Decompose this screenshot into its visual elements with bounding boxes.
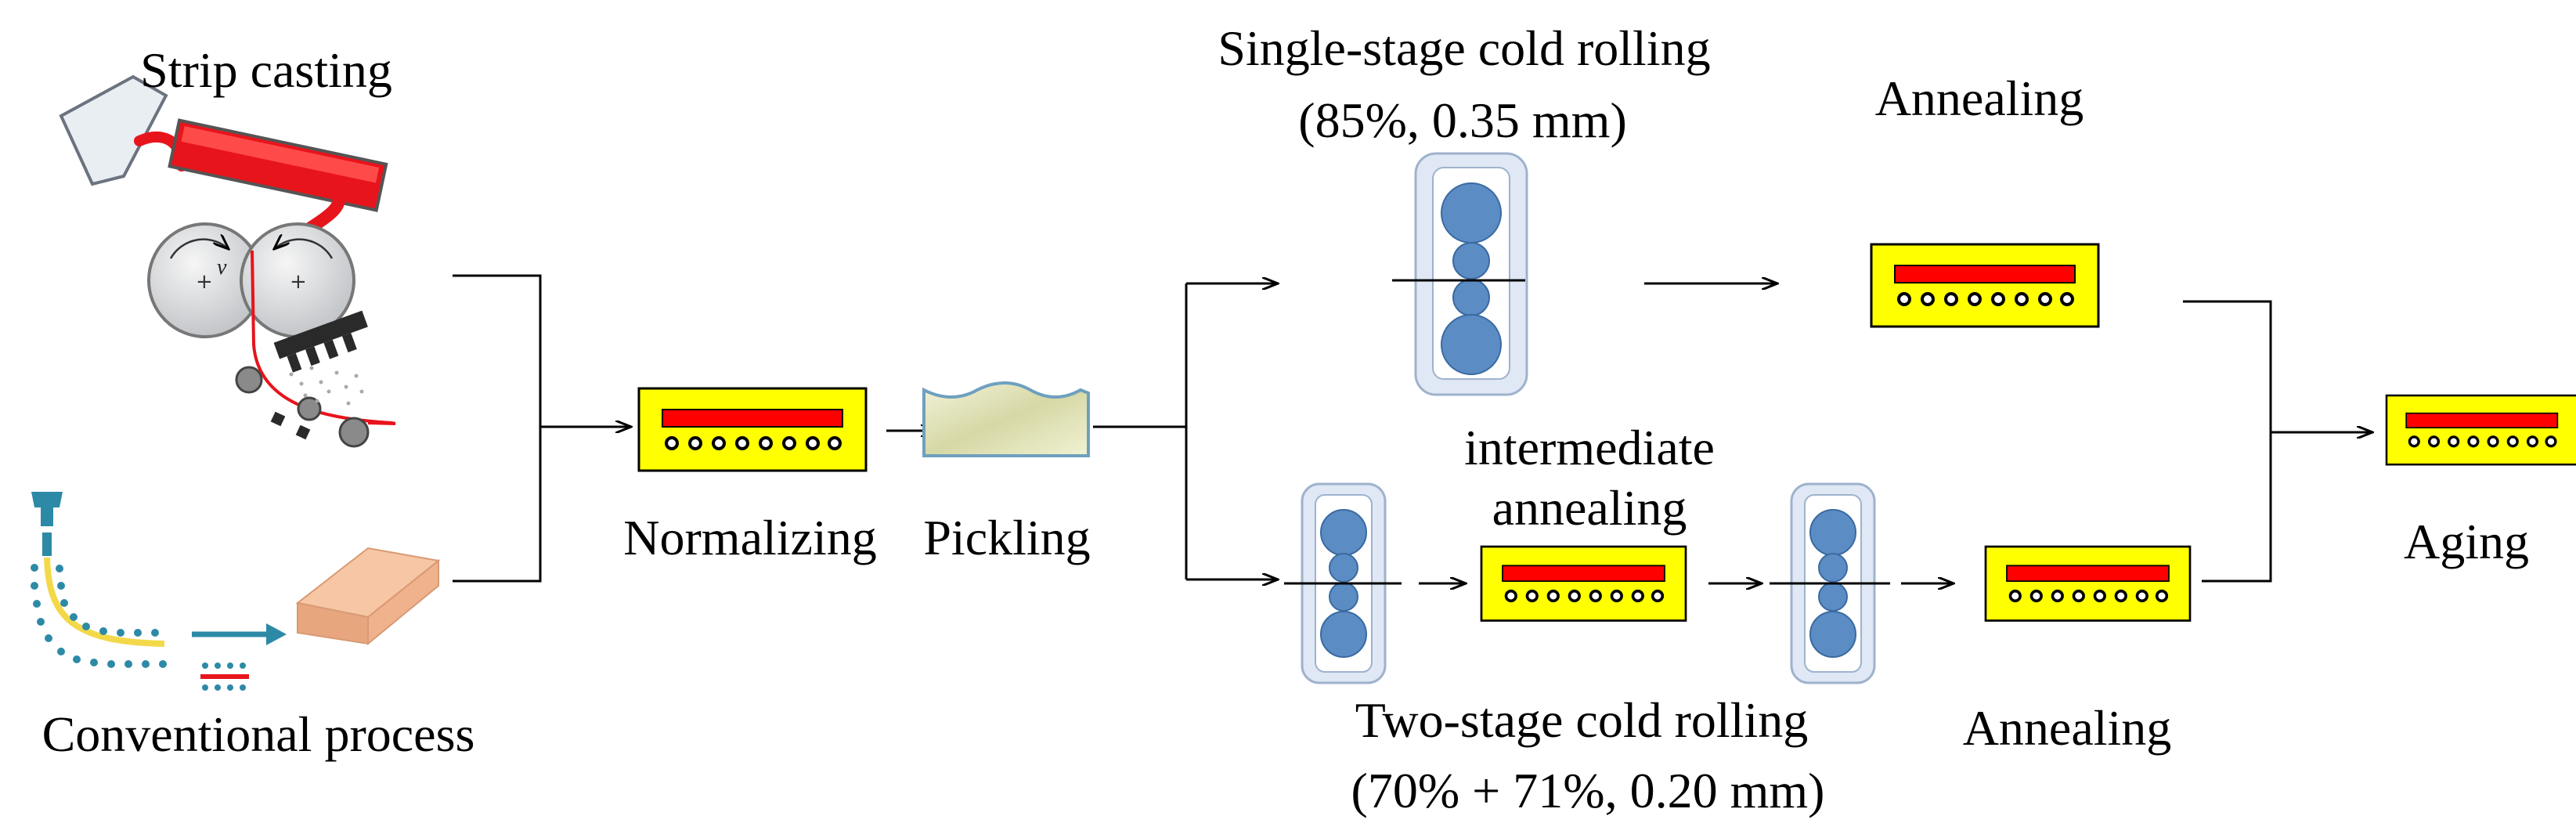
pinch-roll-2	[297, 396, 322, 421]
two-stage-annealing-furnace	[1984, 545, 2192, 623]
tundish	[168, 118, 388, 212]
svg-text:+: +	[196, 270, 213, 294]
pinch-roll-1	[235, 366, 263, 394]
process-arrow-head	[266, 623, 287, 645]
strip-casting-illustration: + + v	[59, 74, 396, 448]
spray-droplets	[289, 366, 364, 406]
final-merge-connector	[2183, 300, 2372, 583]
two-stage-rolling-mill-2	[1770, 482, 1890, 684]
pickling-label: Pickling	[923, 510, 1091, 565]
single-stage-params: (85%, 0.35 mm)	[1298, 92, 1627, 148]
aging-furnace	[2385, 394, 2576, 466]
intermediate-annealing-furnace	[1480, 545, 1687, 623]
split-connector	[1093, 283, 1278, 579]
two-stage-title: Two-stage cold rolling	[1355, 692, 1809, 748]
intermediate-annealing-line1: intermediate	[1464, 420, 1715, 475]
single-stage-annealing-label: Annealing	[1874, 70, 2084, 126]
velocity-symbol: v	[217, 255, 227, 280]
two-stage-annealing-label: Annealing	[1962, 700, 2172, 756]
svg-text:+: +	[290, 270, 307, 294]
single-stage-annealing-furnace	[1870, 243, 2100, 328]
strip-casting-label: Strip casting	[140, 42, 392, 98]
spray-nozzles	[270, 310, 368, 440]
caster-roll-dots	[31, 564, 167, 668]
single-stage-title: Single-stage cold rolling	[1218, 20, 1711, 76]
conventional-process-label: Conventional process	[41, 706, 475, 762]
aging-label: Aging	[2404, 514, 2529, 569]
pinch-roll-3	[338, 417, 370, 448]
normalizing-label: Normalizing	[623, 510, 877, 565]
slab-block	[295, 547, 441, 646]
two-stage-rolling-mill-1	[1284, 482, 1402, 684]
normalizing-furnace	[637, 387, 868, 472]
pickling-bath	[922, 381, 1090, 457]
single-stage-rolling-mill	[1392, 152, 1528, 396]
hot-rolled-strip-icon	[200, 663, 249, 691]
merge-connector	[453, 274, 631, 583]
conventional-process-illustration	[31, 492, 441, 691]
intermediate-annealing-line2: annealing	[1492, 480, 1687, 536]
two-stage-params: (70% + 71%, 0.20 mm)	[1351, 763, 1825, 818]
solidifying-strand	[44, 557, 165, 647]
tundish-nozzle	[31, 492, 63, 526]
